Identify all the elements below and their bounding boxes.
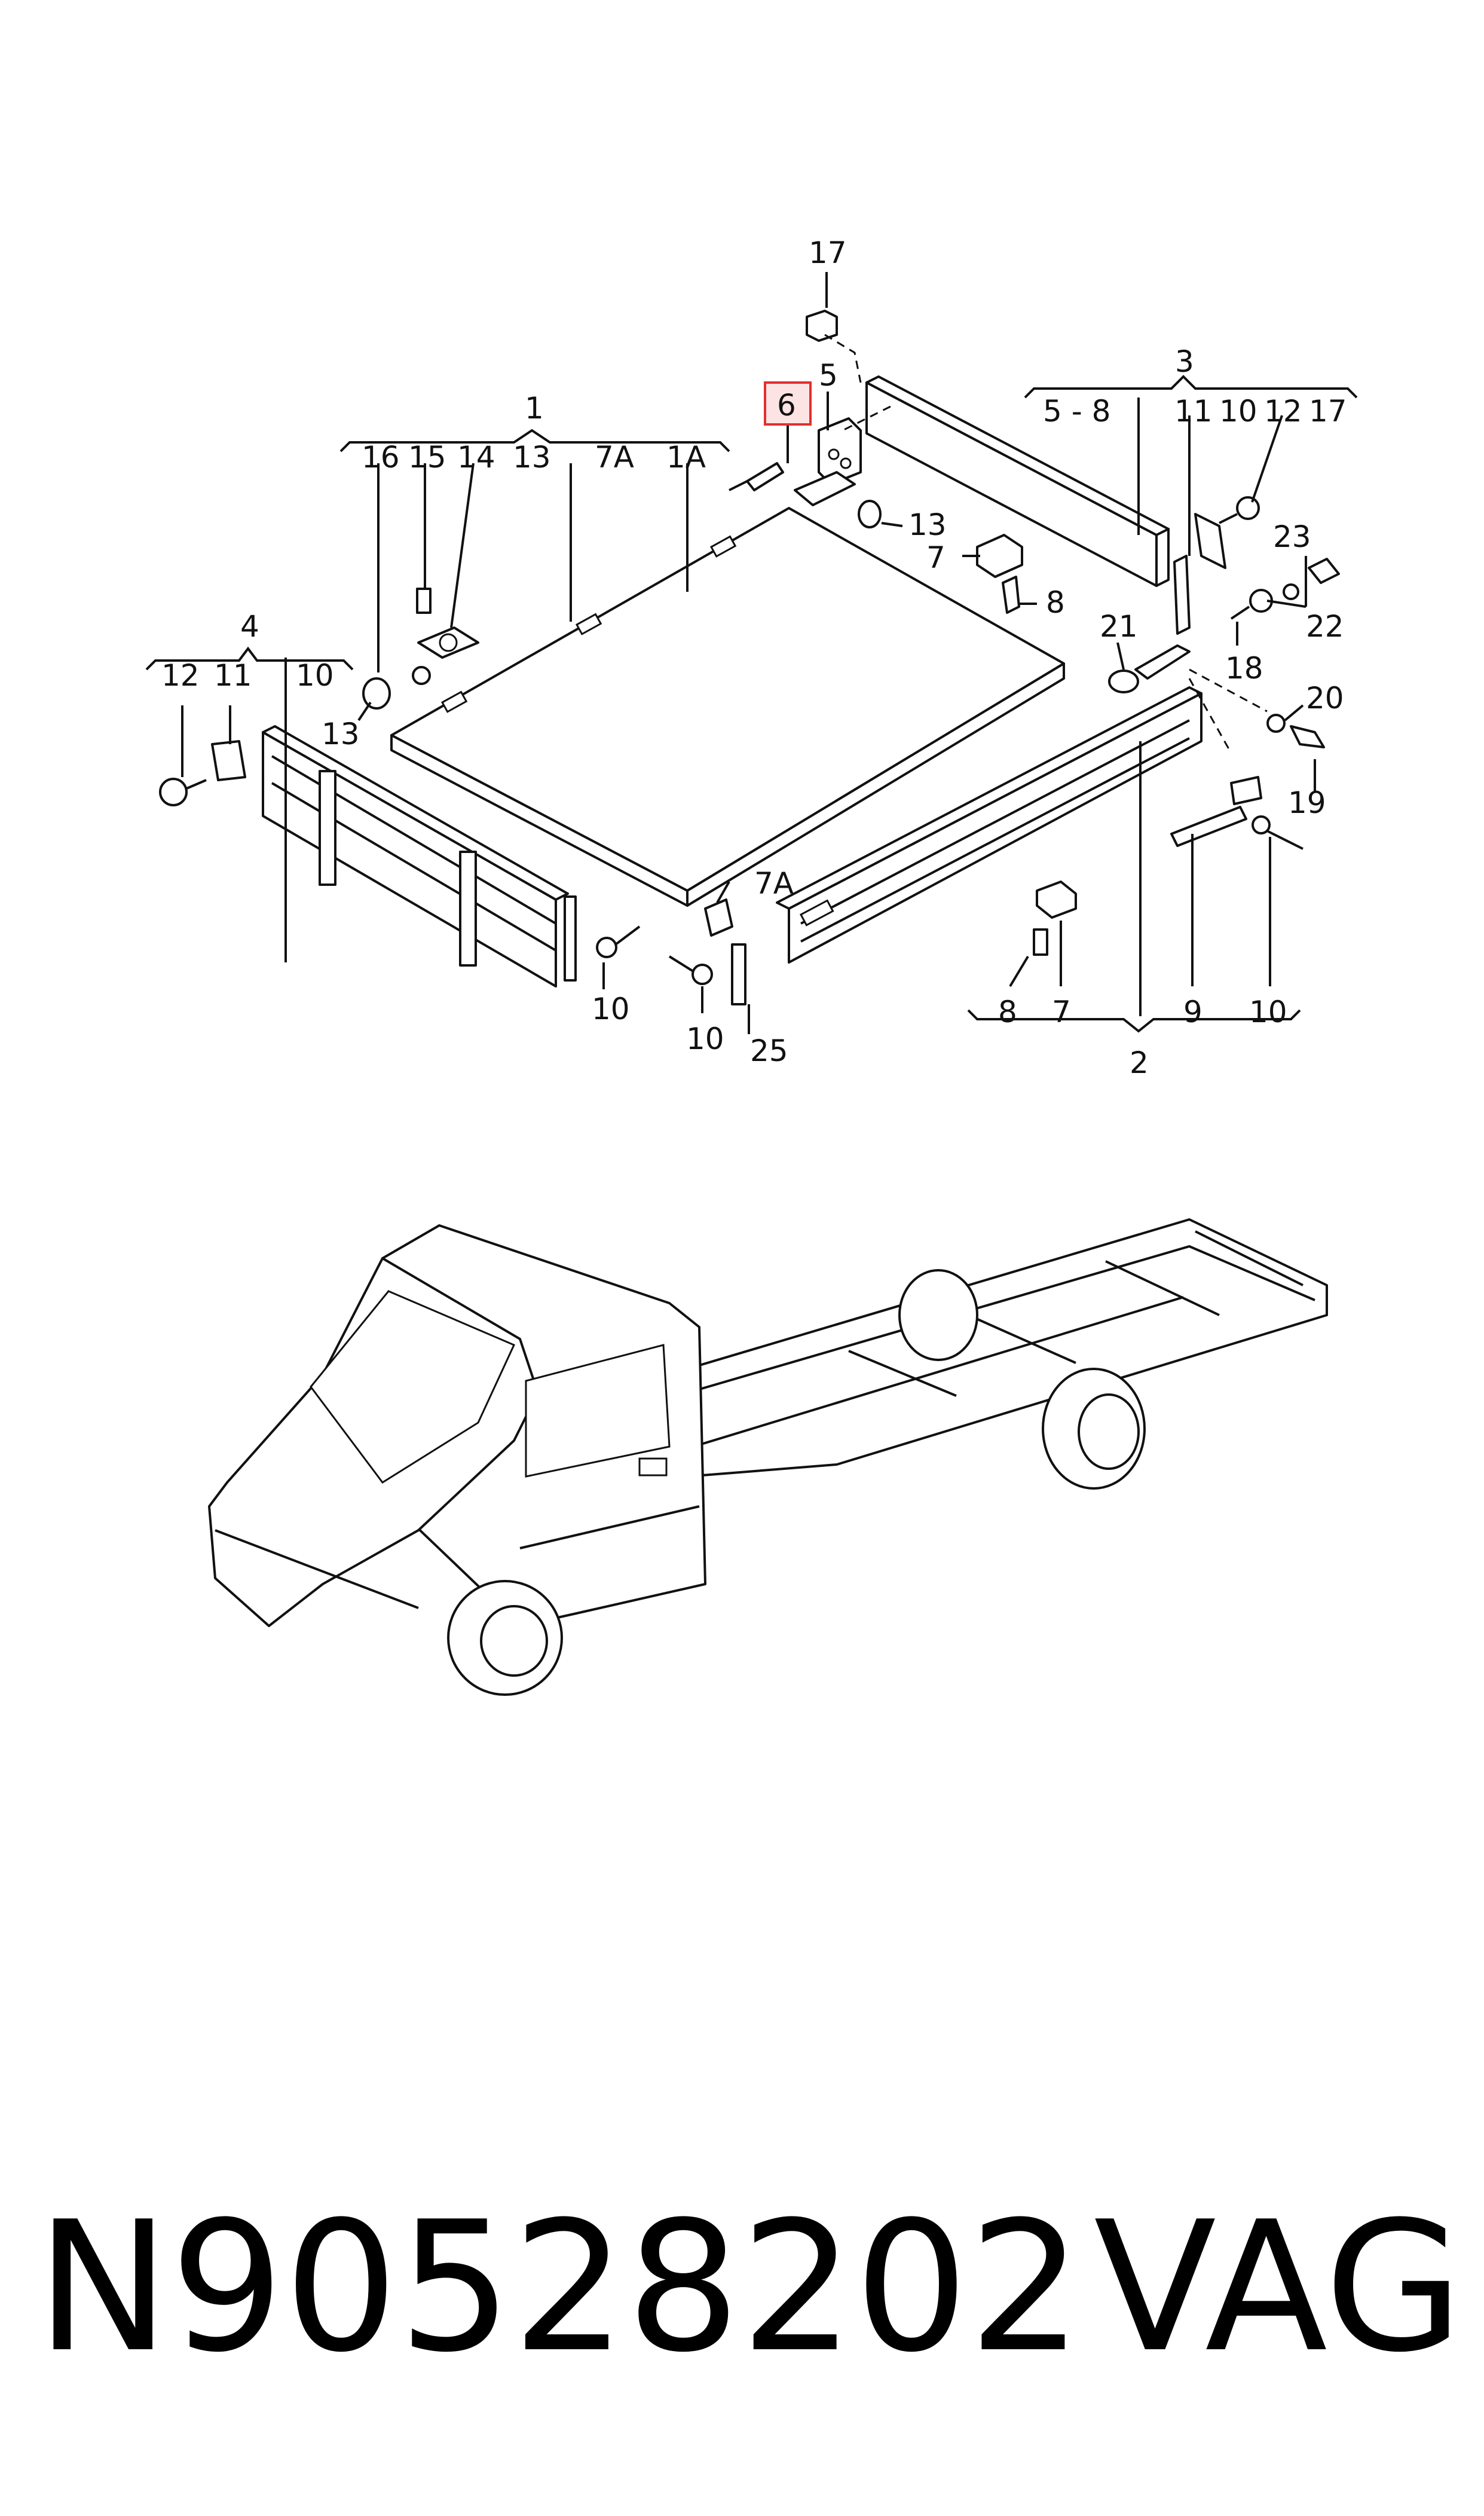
callout-group1-16[interactable]: 16 xyxy=(362,440,400,475)
post-part-25 xyxy=(731,943,746,1005)
rubber-buffer-13-left xyxy=(362,677,391,710)
callout-group4-11[interactable]: 11 xyxy=(214,658,252,693)
callout-22[interactable]: 22 xyxy=(1306,609,1344,644)
bolt-part-12-right xyxy=(1219,496,1260,524)
callout-group1-14[interactable]: 14 xyxy=(457,440,495,475)
part-number: N90528202 xyxy=(36,2183,1082,2392)
callout-8-top[interactable]: 8 xyxy=(1046,585,1065,620)
callout-group1-1a[interactable]: 1A xyxy=(666,440,706,475)
rear-side-board xyxy=(865,375,1191,635)
corner-part-7a xyxy=(704,898,733,937)
bolt-part-12-left xyxy=(159,778,207,806)
callout-13-left[interactable]: 13 xyxy=(322,717,360,751)
callout-21[interactable]: 21 xyxy=(1100,609,1138,644)
floor-panel xyxy=(390,507,1065,907)
callout-group3-10[interactable]: 10 xyxy=(1219,394,1257,429)
callout-group3-17[interactable]: 17 xyxy=(1309,394,1347,429)
left-side-board xyxy=(262,725,577,988)
screw-part-15 xyxy=(416,588,432,614)
callout-labels: 17 3 5 6 1 4 2 5 - 8 11 10 12 17 16 15 1… xyxy=(161,236,1347,1080)
callout-group1-7a[interactable]: 7A xyxy=(595,440,634,475)
callout-group3-12[interactable]: 12 xyxy=(1264,394,1302,429)
rivet-part-10-left xyxy=(596,925,641,958)
callout-group1-13[interactable]: 13 xyxy=(513,440,551,475)
rubber-buffer-13-top xyxy=(858,500,882,528)
callout-25[interactable]: 25 xyxy=(750,1034,788,1068)
bracket-part-7-bottom xyxy=(1036,881,1077,919)
callout-7-top[interactable]: 7 xyxy=(926,540,946,575)
bolt-part-22 xyxy=(1308,558,1340,584)
callout-3[interactable]: 3 xyxy=(1175,344,1194,379)
group-brackets xyxy=(145,375,1358,1033)
cap-part-17 xyxy=(806,310,838,342)
callout-group2-10[interactable]: 10 xyxy=(1249,995,1287,1029)
bracket-part-7-top xyxy=(976,534,1023,578)
callout-5[interactable]: 5 xyxy=(819,358,838,393)
callout-19[interactable]: 19 xyxy=(1288,785,1326,820)
pin-part-18 xyxy=(1230,589,1273,620)
hinge-part-11-left xyxy=(211,740,246,781)
bolt-part-6 xyxy=(729,462,784,491)
callout-group3-5-8[interactable]: 5 - 8 xyxy=(1043,394,1110,429)
callout-2[interactable]: 2 xyxy=(1130,1045,1149,1080)
bolt-part-19 xyxy=(1290,725,1325,748)
callout-group4-12[interactable]: 12 xyxy=(161,658,200,693)
highlighted-callout-box[interactable] xyxy=(764,381,812,426)
callout-6[interactable]: 6 xyxy=(777,388,796,423)
callout-4[interactable]: 4 xyxy=(240,609,259,644)
dashed-guides xyxy=(824,334,1268,754)
callout-10-b[interactable]: 10 xyxy=(686,1022,724,1056)
hinge-part-11-right xyxy=(1194,513,1226,569)
truck-illustration xyxy=(208,1218,1328,1696)
callout-23[interactable]: 23 xyxy=(1273,519,1311,554)
nut-part-16 xyxy=(412,666,431,685)
screw-part-8-top xyxy=(1002,576,1020,614)
front-side-board xyxy=(776,686,1203,964)
callout-group2-9[interactable]: 9 xyxy=(1183,995,1203,1029)
washer-part-23 xyxy=(1283,583,1299,600)
brand-name: VAG xyxy=(1094,2183,1463,2392)
rivet-part-10-right xyxy=(1252,815,1304,850)
shackle-part-21 xyxy=(1108,644,1191,693)
callout-group2-8[interactable]: 8 xyxy=(998,995,1017,1029)
plate-part-14 xyxy=(417,626,479,659)
callout-group4-10[interactable]: 10 xyxy=(296,658,334,693)
callout-1[interactable]: 1 xyxy=(525,391,544,426)
washer-part-20 xyxy=(1266,714,1286,733)
callout-group1-15[interactable]: 15 xyxy=(408,440,446,475)
callout-group3-11[interactable]: 11 xyxy=(1174,394,1213,429)
callout-18[interactable]: 18 xyxy=(1225,651,1263,686)
callout-10-a[interactable]: 10 xyxy=(592,992,630,1026)
callout-13-top[interactable]: 13 xyxy=(908,508,947,542)
callout-17[interactable]: 17 xyxy=(809,236,847,270)
hinge-part-5 xyxy=(794,417,862,506)
callout-group2-7[interactable]: 7 xyxy=(1052,995,1071,1029)
callout-7a[interactable]: 7A xyxy=(754,866,794,901)
rivet-part-10-center xyxy=(668,955,713,985)
screw-part-8-bottom xyxy=(1033,928,1048,956)
callout-20[interactable]: 20 xyxy=(1306,681,1344,716)
latch-part-9 xyxy=(1170,776,1262,847)
leader-lines xyxy=(181,272,1316,1034)
